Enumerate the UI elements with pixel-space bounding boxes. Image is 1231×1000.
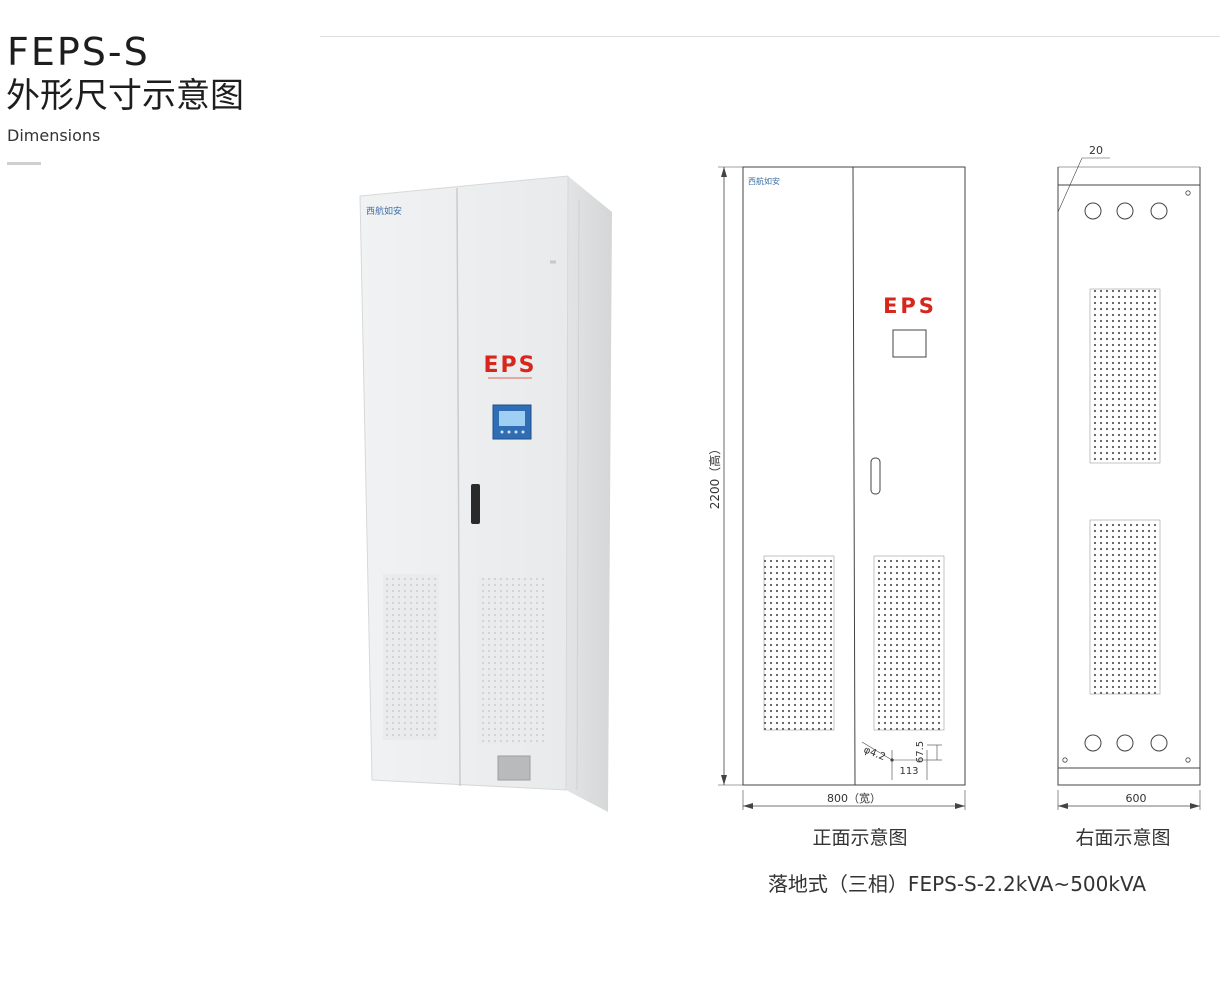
cabinet-door-split	[456, 187, 461, 787]
photo-brand-logo: 西航如安	[366, 205, 402, 217]
front-vent-left	[763, 555, 835, 731]
photo-vent-right	[478, 578, 546, 744]
front-cabinet-outline	[742, 166, 966, 786]
dimensions-title-cn: 外形尺寸示意图	[6, 76, 244, 116]
photo-door-handle	[471, 484, 480, 524]
cabinet-side-face	[566, 176, 612, 812]
photo-vent-left	[383, 574, 439, 740]
cabinet-photo: 西航如安 EPS	[359, 175, 612, 812]
photo-eps-subtext	[488, 377, 532, 379]
front-width-label: 800（宽）	[827, 791, 881, 805]
front-eps-label: EPS	[883, 294, 937, 318]
front-spacing-113-label: 113	[899, 766, 918, 777]
photo-nameplate	[497, 755, 531, 781]
side-bottom-hole-2	[1116, 734, 1134, 752]
side-view-drawing	[1057, 157, 1201, 810]
product-range-caption: 落地式（三相）FEPS-S-2.2kVA~500kVA	[768, 872, 1146, 896]
side-cabinet-base	[1057, 767, 1201, 786]
photo-eps-label: EPS	[484, 353, 537, 378]
side-top-hole-3	[1150, 202, 1168, 220]
side-vent-bottom	[1089, 519, 1161, 695]
side-bottom-hole-3	[1150, 734, 1168, 752]
side-vent-top	[1089, 288, 1161, 464]
front-brand-logo: 西航如安	[748, 176, 780, 186]
side-top-dim-label: 20	[1089, 144, 1103, 157]
front-view-drawing	[718, 166, 966, 810]
front-hole-diameter-label: φ4.2	[862, 745, 887, 764]
front-display-window	[892, 329, 927, 358]
product-model-title: FEPS-S	[7, 30, 150, 74]
side-bottom-hole-1	[1084, 734, 1102, 752]
title-underline	[7, 162, 41, 165]
front-view-caption: 正面示意图	[812, 827, 907, 849]
front-spacing-67-label: 67.5	[915, 741, 926, 763]
dimensions-subtitle: Dimensions	[7, 126, 101, 145]
top-divider	[320, 36, 1220, 37]
side-top-hole-1	[1084, 202, 1102, 220]
photo-display-screen	[499, 411, 525, 426]
side-width-label: 600	[1126, 792, 1147, 805]
side-view-caption: 右面示意图	[1075, 827, 1170, 849]
front-vent-right	[873, 555, 945, 731]
front-height-label: 2200（高）	[707, 443, 722, 510]
side-top-dimension-leader	[1057, 157, 1083, 213]
front-door-handle	[870, 457, 881, 495]
front-door-split	[852, 166, 856, 786]
side-top-hole-2	[1116, 202, 1134, 220]
